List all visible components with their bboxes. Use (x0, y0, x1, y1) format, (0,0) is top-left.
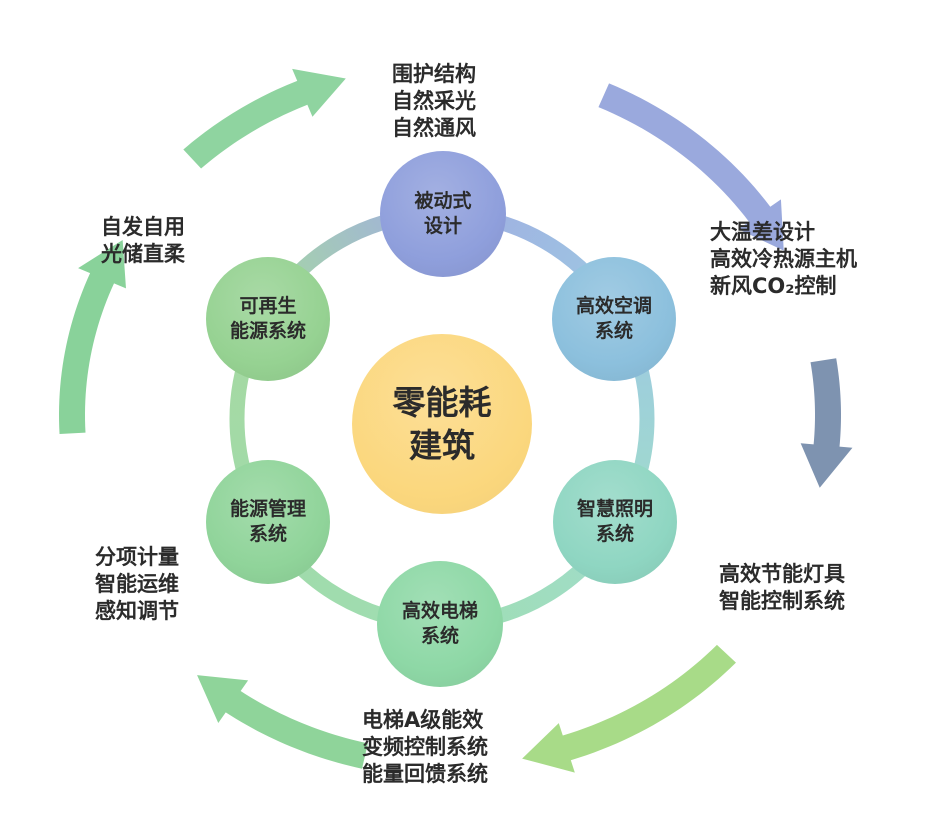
node-renewable-line-2: 能源系统 (229, 320, 306, 342)
arrow-energy-to-renewable (59, 240, 126, 434)
label-renewable-line-2: 光储直柔 (101, 242, 185, 266)
arrow-lighting-to-elevator (522, 644, 736, 773)
label-passive-line-3: 自然通风 (392, 116, 476, 140)
label-passive-line-1: 围护结构 (392, 62, 476, 86)
node-hvac-system: 高效空调 系统 (552, 257, 676, 381)
outer-arrows (59, 68, 853, 773)
label-elevator-line-2: 变频控制系统 (362, 735, 488, 759)
label-energy-mgmt: 分项计量 智能运维 感知调节 (95, 544, 179, 625)
center-line-1: 零能耗 (392, 383, 492, 422)
node-elevator-line-1: 高效电梯 (401, 600, 478, 622)
label-elevator: 电梯A级能效 变频控制系统 能量回馈系统 (362, 707, 488, 788)
label-hvac: 大温差设计 高效冷热源主机 新风CO₂控制 (710, 219, 857, 300)
arrow-hvac-to-lighting (800, 358, 853, 488)
center-line-2: 建筑 (409, 426, 475, 465)
label-passive: 围护结构 自然采光 自然通风 (392, 61, 476, 142)
label-energy-line-3: 感知调节 (95, 599, 179, 623)
node-passive-line-2: 设计 (423, 215, 462, 237)
label-hvac-line-3: 新风CO₂控制 (710, 274, 837, 298)
node-passive-design: 被动式 设计 (380, 151, 506, 277)
label-hvac-line-2: 高效冷热源主机 (710, 247, 857, 271)
label-passive-line-2: 自然采光 (392, 89, 476, 113)
node-elevator-system: 高效电梯 系统 (377, 561, 503, 687)
node-smart-lighting-system: 智慧照明 系统 (553, 460, 677, 584)
label-renewable: 自发自用 光储直柔 (101, 214, 185, 268)
label-energy-line-2: 智能运维 (95, 572, 179, 596)
node-hvac-line-1: 高效空调 (575, 295, 652, 317)
node-hvac-line-2: 系统 (594, 320, 633, 342)
label-elevator-line-3: 能量回馈系统 (362, 762, 488, 786)
center-node-zero-energy-building: 零能耗 建筑 (352, 334, 532, 514)
label-lighting: 高效节能灯具 智能控制系统 (719, 561, 845, 615)
label-lighting-line-2: 智能控制系统 (719, 589, 845, 613)
label-hvac-line-1: 大温差设计 (710, 220, 815, 244)
label-energy-line-1: 分项计量 (95, 545, 179, 569)
label-lighting-line-1: 高效节能灯具 (719, 562, 845, 586)
node-lighting-line-1: 智慧照明 (576, 498, 653, 520)
node-energy-line-1: 能源管理 (229, 498, 306, 520)
node-renewable-line-1: 可再生 (239, 295, 297, 317)
node-renewable-energy-system: 可再生 能源系统 (206, 257, 330, 381)
label-renewable-line-1: 自发自用 (101, 215, 185, 239)
label-elevator-line-1: 电梯A级能效 (362, 708, 484, 732)
arrow-passive-to-hvac (598, 83, 784, 251)
arrow-renewable-to-passive (183, 68, 346, 169)
node-lighting-line-2: 系统 (595, 523, 634, 545)
arrow-elevator-to-energy (197, 675, 368, 769)
node-energy-line-2: 系统 (248, 523, 287, 545)
node-passive-line-1: 被动式 (414, 190, 472, 212)
node-energy-management-system: 能源管理 系统 (206, 460, 330, 584)
node-elevator-line-2: 系统 (420, 625, 459, 647)
